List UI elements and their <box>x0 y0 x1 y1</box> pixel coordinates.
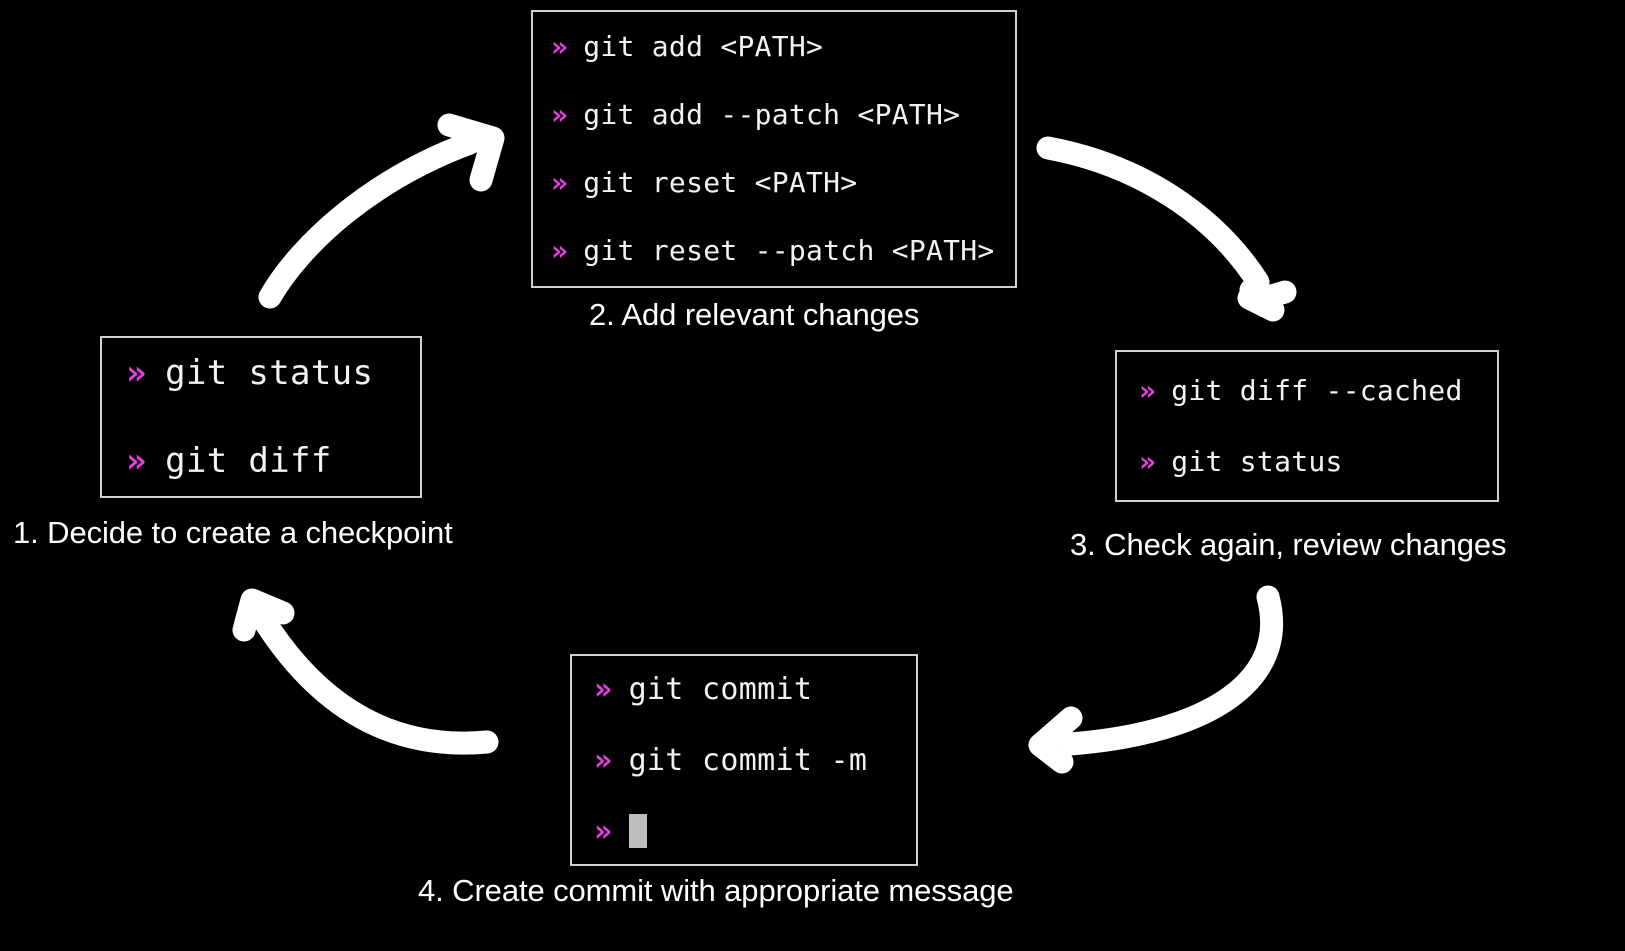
step-caption-2: 2. Add relevant changes <box>589 297 920 332</box>
code-line: » git add --patch <PATH> <box>551 81 1015 149</box>
command-text: git status <box>1171 445 1343 478</box>
code-line: » git add <PATH> <box>551 13 1015 81</box>
step-caption-1: 1. Decide to create a checkpoint <box>13 515 453 550</box>
code-line: » git diff <box>126 417 420 505</box>
code-line-with-cursor: » <box>594 796 916 867</box>
prompt-chevron-icon: » <box>551 98 568 131</box>
command-text: git commit -m <box>628 742 868 778</box>
code-line: » git commit -m <box>594 725 916 796</box>
prompt-chevron-icon: » <box>551 234 568 267</box>
prompt-chevron-icon: » <box>594 813 613 849</box>
step-caption-3: 3. Check again, review changes <box>1070 527 1507 562</box>
command-text: git diff --cached <box>1171 374 1463 407</box>
command-text: git status <box>165 353 374 393</box>
prompt-chevron-icon: » <box>594 671 613 707</box>
prompt-chevron-icon: » <box>594 742 613 778</box>
code-line: » git commit <box>594 654 916 725</box>
code-line: » git status <box>126 329 420 417</box>
prompt-chevron-icon: » <box>551 30 568 63</box>
command-text: git commit <box>628 671 813 707</box>
command-text: git diff <box>165 441 332 481</box>
code-line: » git status <box>1139 426 1497 497</box>
arrow-step2-to-step3 <box>1036 136 1297 322</box>
command-text: git reset <PATH> <box>583 166 858 199</box>
code-box-step-4: » git commit » git commit -m » <box>570 654 918 866</box>
code-box-step-2: » git add <PATH> » git add --patch <PATH… <box>531 10 1017 288</box>
arrow-step4-to-step1 <box>232 588 499 755</box>
prompt-chevron-icon: » <box>126 353 147 393</box>
prompt-chevron-icon: » <box>126 441 147 481</box>
prompt-chevron-icon: » <box>551 166 568 199</box>
code-line: » git diff --cached <box>1139 355 1497 426</box>
text-cursor-icon <box>628 814 648 848</box>
prompt-chevron-icon: » <box>1139 374 1156 407</box>
command-text: git add --patch <PATH> <box>583 98 961 131</box>
prompt-chevron-icon: » <box>1139 445 1156 478</box>
code-box-step-3: » git diff --cached » git status <box>1115 350 1499 502</box>
code-box-step-1: » git status » git diff <box>100 336 422 498</box>
arrow-step3-to-step4 <box>1028 585 1284 774</box>
step-caption-4: 4. Create commit with appropriate messag… <box>418 873 1014 908</box>
command-text: git reset --patch <PATH> <box>583 234 995 267</box>
command-text: git add <PATH> <box>583 30 824 63</box>
code-line: » git reset --patch <PATH> <box>551 217 1015 285</box>
arrow-step1-to-step2 <box>258 113 505 309</box>
code-line: » git reset <PATH> <box>551 149 1015 217</box>
